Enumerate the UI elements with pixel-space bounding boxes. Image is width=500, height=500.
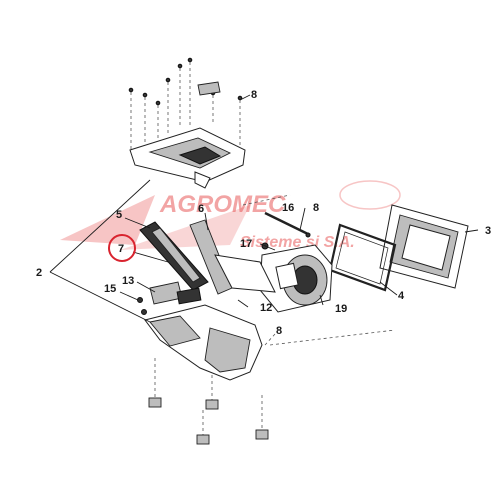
heater-tube-part-6 bbox=[189, 219, 276, 295]
callout-7: 7 bbox=[118, 243, 124, 255]
callout-5: 5 bbox=[116, 209, 122, 221]
actuator-part-13 bbox=[149, 281, 202, 305]
top-cover-part bbox=[129, 127, 246, 189]
callout-8-bottom: 8 bbox=[276, 325, 282, 337]
callout-labels: 2 3 4 5 6 7 8 8 8 12 13 15 16 17 19 bbox=[36, 89, 491, 337]
leader-lines bbox=[49, 94, 479, 346]
callout-12: 12 bbox=[260, 302, 272, 314]
watermark-line2: Sisteme si S.A. bbox=[240, 234, 355, 251]
callout-19: 19 bbox=[335, 303, 347, 315]
callout-6: 6 bbox=[198, 203, 204, 215]
callout-2: 2 bbox=[36, 267, 42, 279]
frame-part-3 bbox=[379, 204, 469, 289]
rod-part-16 bbox=[264, 211, 311, 238]
callout-17: 17 bbox=[240, 238, 252, 250]
callout-4: 4 bbox=[398, 290, 405, 302]
housing-feet bbox=[148, 358, 269, 445]
callout-15: 15 bbox=[104, 283, 116, 295]
gasket-part-4 bbox=[328, 223, 397, 292]
callout-16: 16 bbox=[282, 202, 294, 214]
screw-part-15 bbox=[119, 291, 147, 315]
screw-part-17 bbox=[261, 242, 276, 251]
callout-13: 13 bbox=[122, 275, 134, 287]
blower-part-19 bbox=[259, 244, 333, 313]
callout-8-right: 8 bbox=[313, 202, 319, 214]
housing-bottom-part bbox=[144, 304, 263, 381]
evaporator-part-5 bbox=[139, 221, 209, 291]
highlight-ring-7 bbox=[108, 234, 136, 262]
callout-3: 3 bbox=[485, 225, 491, 237]
top-screws bbox=[128, 57, 243, 150]
callout-8-top: 8 bbox=[251, 89, 257, 101]
